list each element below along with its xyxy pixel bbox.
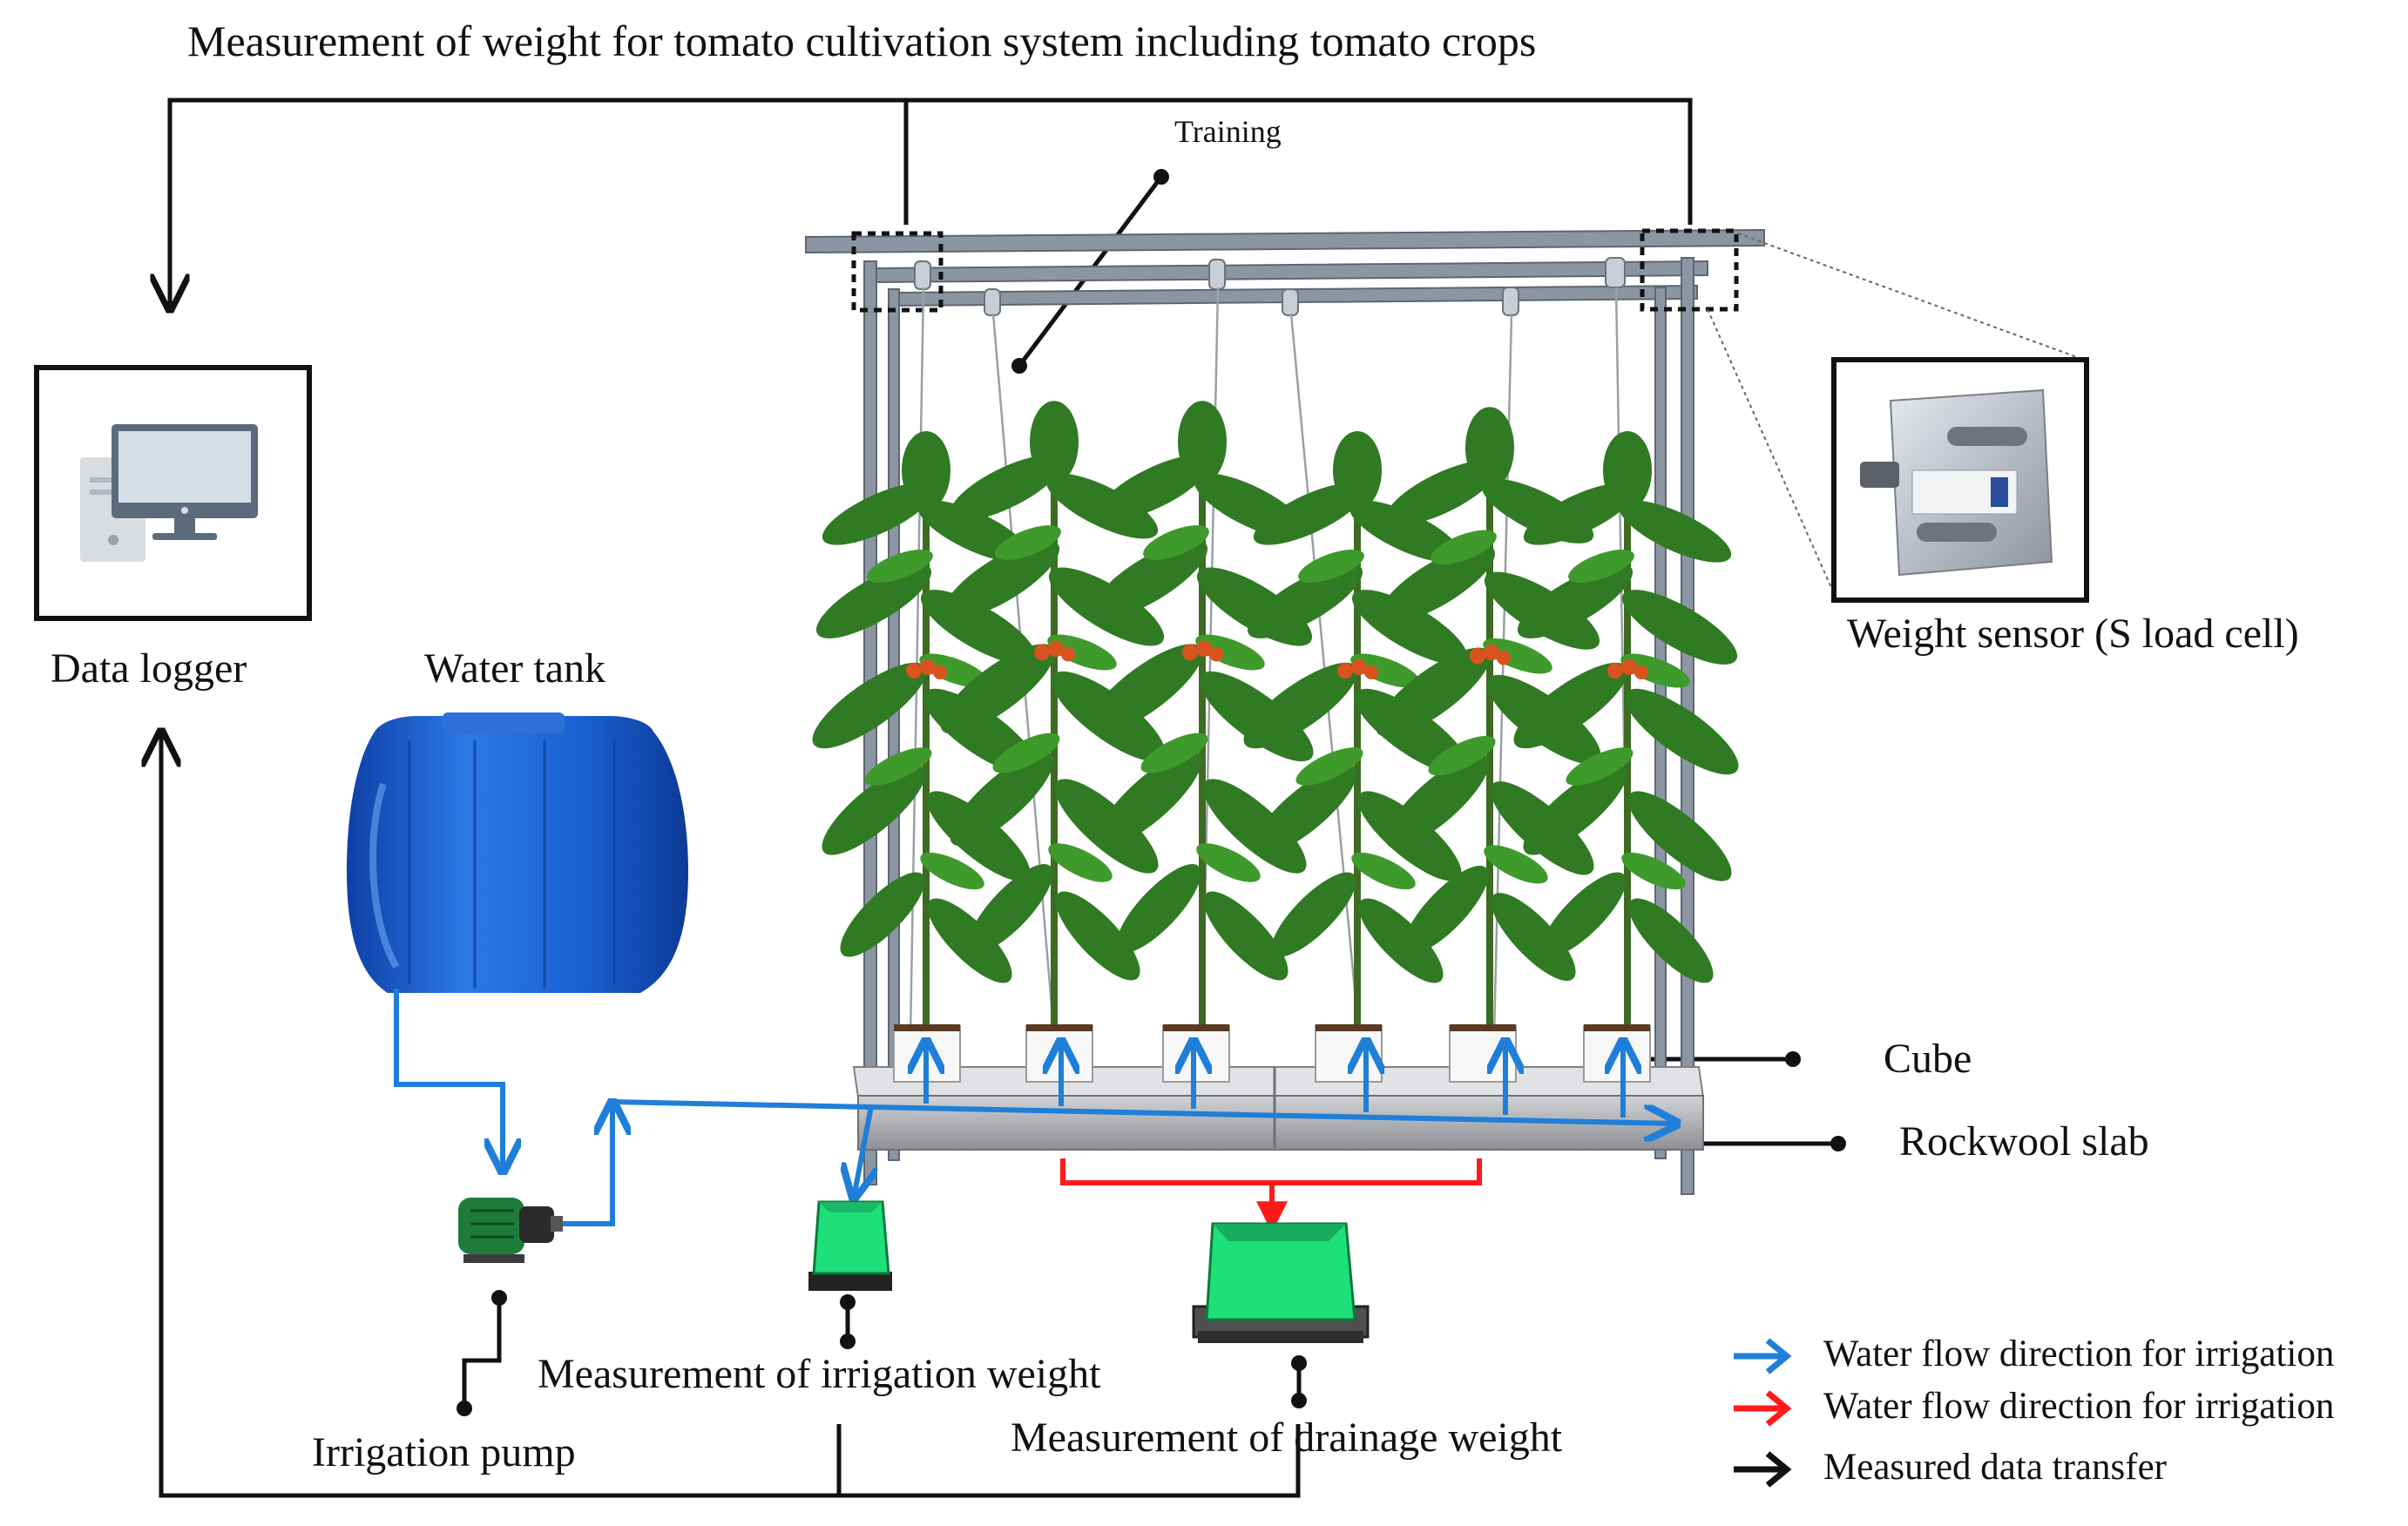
legend-item-data-transfer: Measured data transfer (1729, 1446, 2408, 1495)
legend-label: Water flow direction for irrigation (1823, 1386, 2335, 1427)
sensor-mount-right (1640, 228, 1739, 312)
black-arrow-icon (1734, 1451, 1792, 1488)
red-arrow-icon (1734, 1390, 1792, 1427)
legend-label: Measured data transfer (1823, 1447, 2167, 1488)
pump-connector (462, 1298, 502, 1408)
top-to-logger-arrow (170, 98, 906, 309)
sensor-to-logger-line (903, 98, 1693, 225)
bottom-return-line (836, 1424, 1301, 1498)
tomato-plant-icon (802, 401, 1749, 1036)
water-tank-label: Water tank (424, 645, 606, 692)
pump-icon (458, 1198, 563, 1263)
weight-sensor-label: Weight sensor (S load cell) (1847, 611, 2299, 657)
drainage-container (1192, 1222, 1370, 1343)
blue-arrow-icon (1734, 1338, 1792, 1374)
irrigation-flow (394, 989, 1677, 1226)
rockwool-slab-label: Rockwool slab (1899, 1118, 2149, 1165)
legend-item-irrigation: Water flow direction for irrigation (1729, 1333, 2408, 1381)
legend-label: Water flow direction for irrigation (1823, 1334, 2335, 1374)
irrigation-weight-label: Measurement of irrigation weight (538, 1351, 1101, 1397)
drainage-weight-label: Measurement of drainage weight (1011, 1415, 1563, 1461)
irrigation-pump-label: Irrigation pump (312, 1429, 576, 1475)
diagram-title: Measurement of weight for tomato cultiva… (187, 17, 1537, 65)
irrigation-container (808, 1200, 892, 1291)
computer-icon (80, 424, 258, 562)
drainage-flow (1060, 1158, 1482, 1185)
load-cell-icon (1860, 388, 2053, 577)
connector-dots (457, 169, 1846, 1416)
cube-soil (894, 1024, 1650, 1031)
training-rollers (914, 257, 1626, 316)
data-logger-label: Data logger (51, 645, 247, 692)
water-tank-icon (347, 712, 688, 993)
legend-item-drainage: Water flow direction for irrigation (1729, 1385, 2408, 1434)
sensor-mount-left (851, 231, 944, 313)
cube-label: Cube (1884, 1036, 1972, 1082)
training-label: Training (1174, 114, 1282, 149)
bottom-to-logger-arrow (161, 732, 839, 1498)
